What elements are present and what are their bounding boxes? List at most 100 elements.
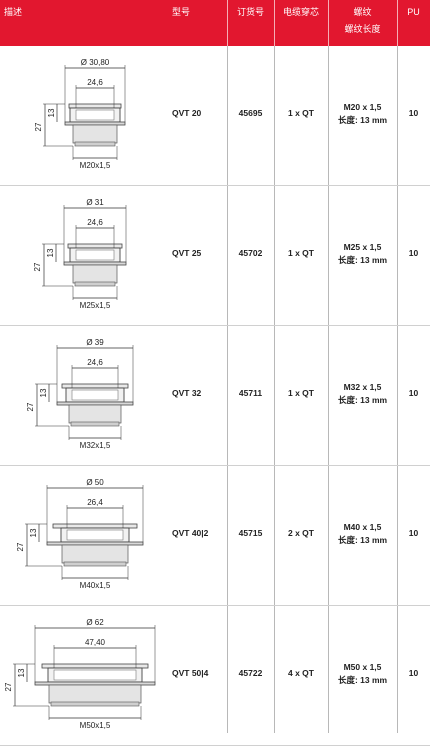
flange: [63, 261, 127, 266]
thread-size-label: M50x1,5: [80, 721, 111, 730]
order-number: 45722: [238, 668, 263, 678]
diameter-label: Ø 50: [86, 478, 104, 487]
header-cores: 电缆穿芯: [282, 7, 319, 17]
cap-height-label: 13: [46, 248, 55, 257]
header-separator: [227, 0, 228, 46]
height-label: 27: [34, 122, 43, 131]
header-separator: [328, 0, 329, 46]
diameter-label: Ø 62: [86, 618, 104, 627]
cap-height-label: 13: [39, 388, 48, 397]
thread-length: 长度: 13 mm: [337, 115, 388, 125]
thread-length: 长度: 13 mm: [337, 675, 388, 685]
row-divider: [0, 605, 430, 606]
table-header: 描述 型号 订货号 电缆穿芯 螺纹 螺纹长度 PU: [0, 0, 430, 46]
cap-window: [75, 109, 115, 121]
thread-body: [72, 264, 118, 284]
packing-unit: 10: [408, 108, 419, 118]
height-label: 27: [16, 542, 25, 551]
packing-unit: 10: [408, 388, 419, 398]
thread-size: M20 x 1,5: [343, 102, 382, 112]
flange: [34, 681, 156, 686]
thread-size-label: M20x1,5: [80, 161, 111, 170]
height-label: 27: [26, 402, 35, 411]
inner-width-label: 26,4: [87, 498, 103, 507]
header-description: 描述: [4, 7, 23, 17]
order-number: 45711: [238, 388, 263, 398]
thread-end: [74, 281, 116, 287]
flange: [64, 121, 126, 126]
cable-cores: 1 x QT: [288, 388, 314, 398]
thread-size: M25 x 1,5: [343, 242, 382, 252]
row-divider: [0, 465, 430, 466]
thread-body: [61, 544, 129, 564]
cap-height-label: 13: [17, 668, 26, 677]
thread-size: M40 x 1,5: [343, 522, 382, 532]
flange: [56, 401, 134, 406]
cap-height-label: 13: [47, 108, 56, 117]
flange: [46, 541, 144, 546]
cap-rim: [52, 523, 138, 529]
inner-width-label: 24,6: [87, 358, 103, 367]
thread-size: M50 x 1,5: [343, 662, 382, 672]
thread-length: 长度: 13 mm: [337, 255, 388, 265]
column-divider: [274, 46, 275, 733]
cable-cores: 2 x QT: [288, 528, 314, 538]
cable-cores: 4 x QT: [288, 668, 314, 678]
order-number: 45702: [238, 248, 263, 258]
inner-width-label: 24,6: [87, 78, 103, 87]
packing-unit: 10: [408, 528, 419, 538]
thread-end: [74, 141, 116, 147]
thread-length: 长度: 13 mm: [337, 395, 388, 405]
header-order-number: 订货号: [236, 7, 264, 17]
order-number: 45695: [238, 108, 263, 118]
inner-width-label: 47,40: [85, 638, 106, 647]
cap-window: [66, 529, 124, 541]
column-divider: [328, 46, 329, 733]
cable-cores: 1 x QT: [288, 248, 314, 258]
header-model: 型号: [172, 7, 191, 17]
model-number: QVT 50|4: [172, 668, 209, 678]
packing-unit: 10: [408, 668, 419, 678]
column-divider: [227, 46, 228, 733]
thread-size-label: M40x1,5: [80, 581, 111, 590]
cap-rim: [41, 663, 149, 669]
thread-size: M32 x 1,5: [343, 382, 382, 392]
thread-end: [70, 421, 120, 427]
thread-length: 长度: 13 mm: [337, 535, 388, 545]
header-thread: 螺纹 螺纹长度: [328, 6, 397, 35]
model-number: QVT 32: [172, 388, 202, 398]
header-pu: PU: [407, 7, 420, 17]
model-number: QVT 25: [172, 248, 202, 258]
packing-unit: 10: [408, 248, 419, 258]
row-divider: [0, 185, 430, 186]
model-number: QVT 20: [172, 108, 202, 118]
order-number: 45715: [238, 528, 263, 538]
height-label: 27: [33, 262, 42, 271]
thread-body: [72, 124, 118, 144]
row-divider: [0, 325, 430, 326]
header-thread-label: 螺纹: [353, 7, 372, 17]
inner-width-label: 24,6: [87, 218, 103, 227]
thread-size-label: M32x1,5: [80, 441, 111, 450]
diameter-label: Ø 30,80: [81, 58, 110, 67]
column-divider: [397, 46, 398, 733]
thread-body: [48, 684, 142, 704]
diameter-label: Ø 31: [86, 198, 104, 207]
thread-size-label: M25x1,5: [80, 301, 111, 310]
header-separator: [274, 0, 275, 46]
cable-cores: 1 x QT: [288, 108, 314, 118]
cap-window: [75, 249, 115, 261]
header-separator: [397, 0, 398, 46]
height-label: 27: [4, 682, 13, 691]
thread-body: [68, 404, 122, 424]
cap-height-label: 13: [29, 528, 38, 537]
